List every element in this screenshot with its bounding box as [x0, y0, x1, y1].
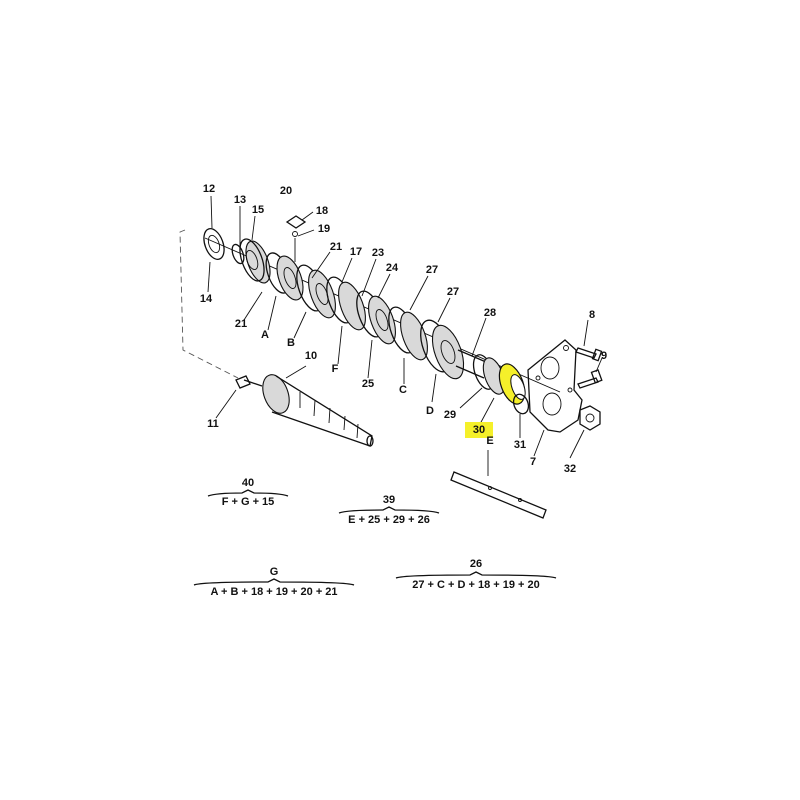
bolt-11: [235, 375, 263, 389]
gear-17: [326, 276, 366, 331]
group-brace-gG: [193, 578, 355, 586]
callout-27b: 27: [447, 286, 459, 298]
rod-E: [450, 471, 547, 519]
group-code-gG: G: [270, 566, 279, 578]
callout-28: 28: [484, 307, 496, 319]
leader-lines: [207, 195, 603, 476]
callout-21b: 21: [235, 318, 247, 330]
gear-28: [472, 354, 506, 395]
screw-8: [575, 347, 603, 362]
callout-14: 14: [200, 293, 213, 305]
callout-32: 32: [564, 463, 576, 475]
callout-C: C: [399, 384, 407, 396]
callout-20: 20: [280, 185, 292, 197]
callout-21a: 21: [330, 241, 342, 253]
plate-hole-upper: [540, 356, 560, 380]
callout-F: F: [332, 363, 339, 375]
callout-A: A: [261, 329, 269, 341]
synchro-hub-21: [265, 252, 304, 301]
assembly-groups: 40 F + G + 15 39 E + 25 + 29 + 26 G A + B + 1…: [193, 477, 557, 598]
callout-B: B: [287, 337, 295, 349]
callout-30-highlight: [465, 422, 493, 438]
group-brace-g39: [338, 506, 440, 514]
plate-7: [527, 339, 583, 433]
group-formula-g39: E + 25 + 29 + 26: [348, 514, 430, 526]
screw-9: [577, 369, 603, 389]
nut-32: [579, 405, 601, 431]
plate-hole-lower: [542, 392, 562, 416]
callout-9: 9: [601, 350, 607, 362]
group-code-g40: 40: [242, 477, 254, 489]
bearing-30-highlighted: [498, 363, 526, 405]
callout-17: 17: [350, 246, 362, 258]
bearing-12: [203, 228, 225, 260]
callout-27a: 27: [426, 264, 438, 276]
group-formula-gG: A + B + 18 + 19 + 20 + 21: [210, 586, 337, 598]
spacer-13: [231, 243, 245, 265]
gear-15: [239, 238, 271, 284]
callout-10: 10: [305, 350, 317, 362]
group-code-g39: 39: [383, 494, 395, 506]
callout-25: 25: [362, 378, 374, 390]
group-formula-g26: 27 + C + D + 18 + 19 + 20: [412, 579, 540, 591]
callout-8: 8: [589, 309, 595, 321]
callout-12: 12: [203, 183, 215, 195]
detent-20: [285, 215, 307, 262]
pinion-shaft-10: [262, 374, 374, 447]
callout-19: 19: [318, 223, 330, 235]
group-code-g26: 26: [470, 558, 482, 570]
group-formula-g40: F + G + 15: [222, 496, 275, 508]
synchro-27: [420, 319, 465, 380]
callout-11: 11: [207, 418, 219, 430]
reference-frame: [179, 229, 239, 379]
callout-7: 7: [530, 456, 536, 468]
callout-15: 15: [252, 204, 264, 216]
callout-13: 13: [234, 194, 246, 206]
callout-29: 29: [444, 409, 456, 421]
group-brace-g40: [207, 489, 289, 497]
callout-D: D: [426, 405, 434, 417]
callout-30: 30: [473, 424, 485, 436]
callout-E: E: [486, 435, 493, 447]
gear-C: [388, 306, 428, 361]
gear-23: [356, 290, 396, 345]
group-brace-g26: [395, 571, 557, 579]
callout-18: 18: [316, 205, 328, 217]
callout-31: 31: [514, 439, 526, 451]
washer-31: [512, 393, 530, 415]
callout-23: 23: [372, 247, 384, 259]
callout-24: 24: [386, 262, 399, 274]
